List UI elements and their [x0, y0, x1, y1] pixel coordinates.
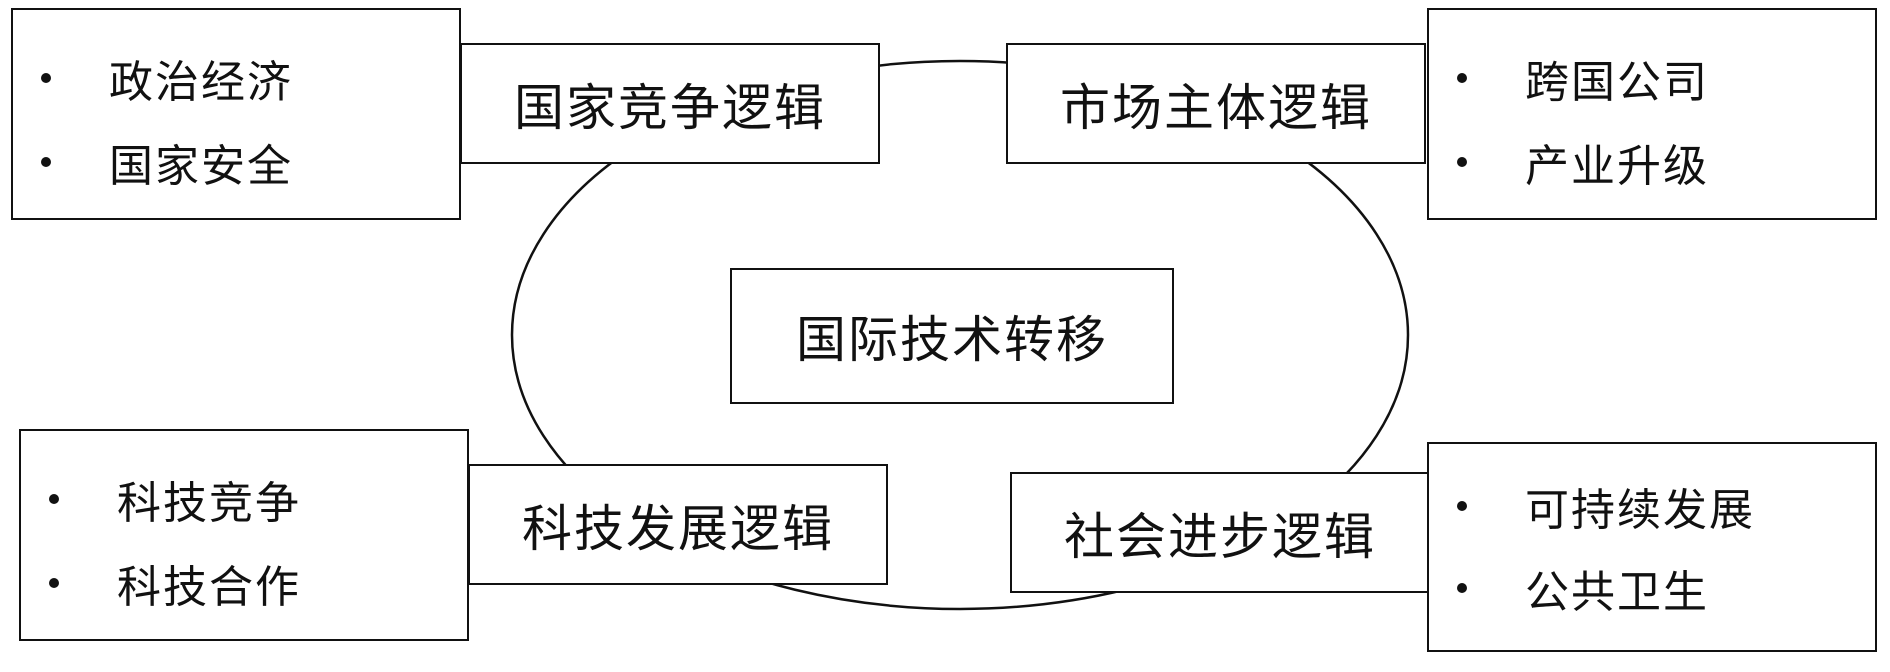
- list-item: 科技竞争: [49, 467, 301, 531]
- list-item: 可持续发展: [1457, 474, 1755, 538]
- list-item: 国家安全: [41, 130, 293, 194]
- ellipse-outline: [510, 59, 1410, 611]
- top-left-logic-box: 国家竞争逻辑: [460, 43, 880, 164]
- list-item: 产业升级: [1457, 130, 1709, 194]
- top-left-logic-label: 国家竞争逻辑: [514, 78, 826, 137]
- bullet-icon: [49, 494, 59, 504]
- list-item: 科技合作: [49, 551, 301, 615]
- bottom-left-detail-box: 科技竞争 科技合作: [19, 429, 469, 641]
- bottom-right-logic-box: 社会进步逻辑: [1010, 472, 1430, 593]
- bottom-right-detail-box: 可持续发展 公共卫生: [1427, 442, 1877, 652]
- bullet-icon: [1457, 583, 1467, 593]
- bullet-icon: [41, 157, 51, 167]
- list-item: 跨国公司: [1457, 46, 1709, 110]
- center-label: 国际技术转移: [796, 311, 1108, 369]
- bottom-left-logic-box: 科技发展逻辑: [468, 464, 888, 585]
- top-right-detail-box: 跨国公司 产业升级: [1427, 8, 1877, 220]
- bottom-left-logic-label: 科技发展逻辑: [522, 499, 834, 558]
- list-item: 公共卫生: [1457, 556, 1709, 620]
- bullet-icon: [1457, 157, 1467, 167]
- bullet-icon: [1457, 73, 1467, 83]
- center-box: 国际技术转移: [730, 268, 1174, 404]
- top-left-detail-box: 政治经济 国家安全: [11, 8, 461, 220]
- top-right-logic-label: 市场主体逻辑: [1060, 78, 1372, 137]
- list-item: 政治经济: [41, 46, 293, 110]
- bullet-icon: [1457, 501, 1467, 511]
- bullet-icon: [41, 73, 51, 83]
- top-right-logic-box: 市场主体逻辑: [1006, 43, 1426, 164]
- bottom-right-logic-label: 社会进步逻辑: [1064, 507, 1376, 566]
- bullet-icon: [49, 578, 59, 588]
